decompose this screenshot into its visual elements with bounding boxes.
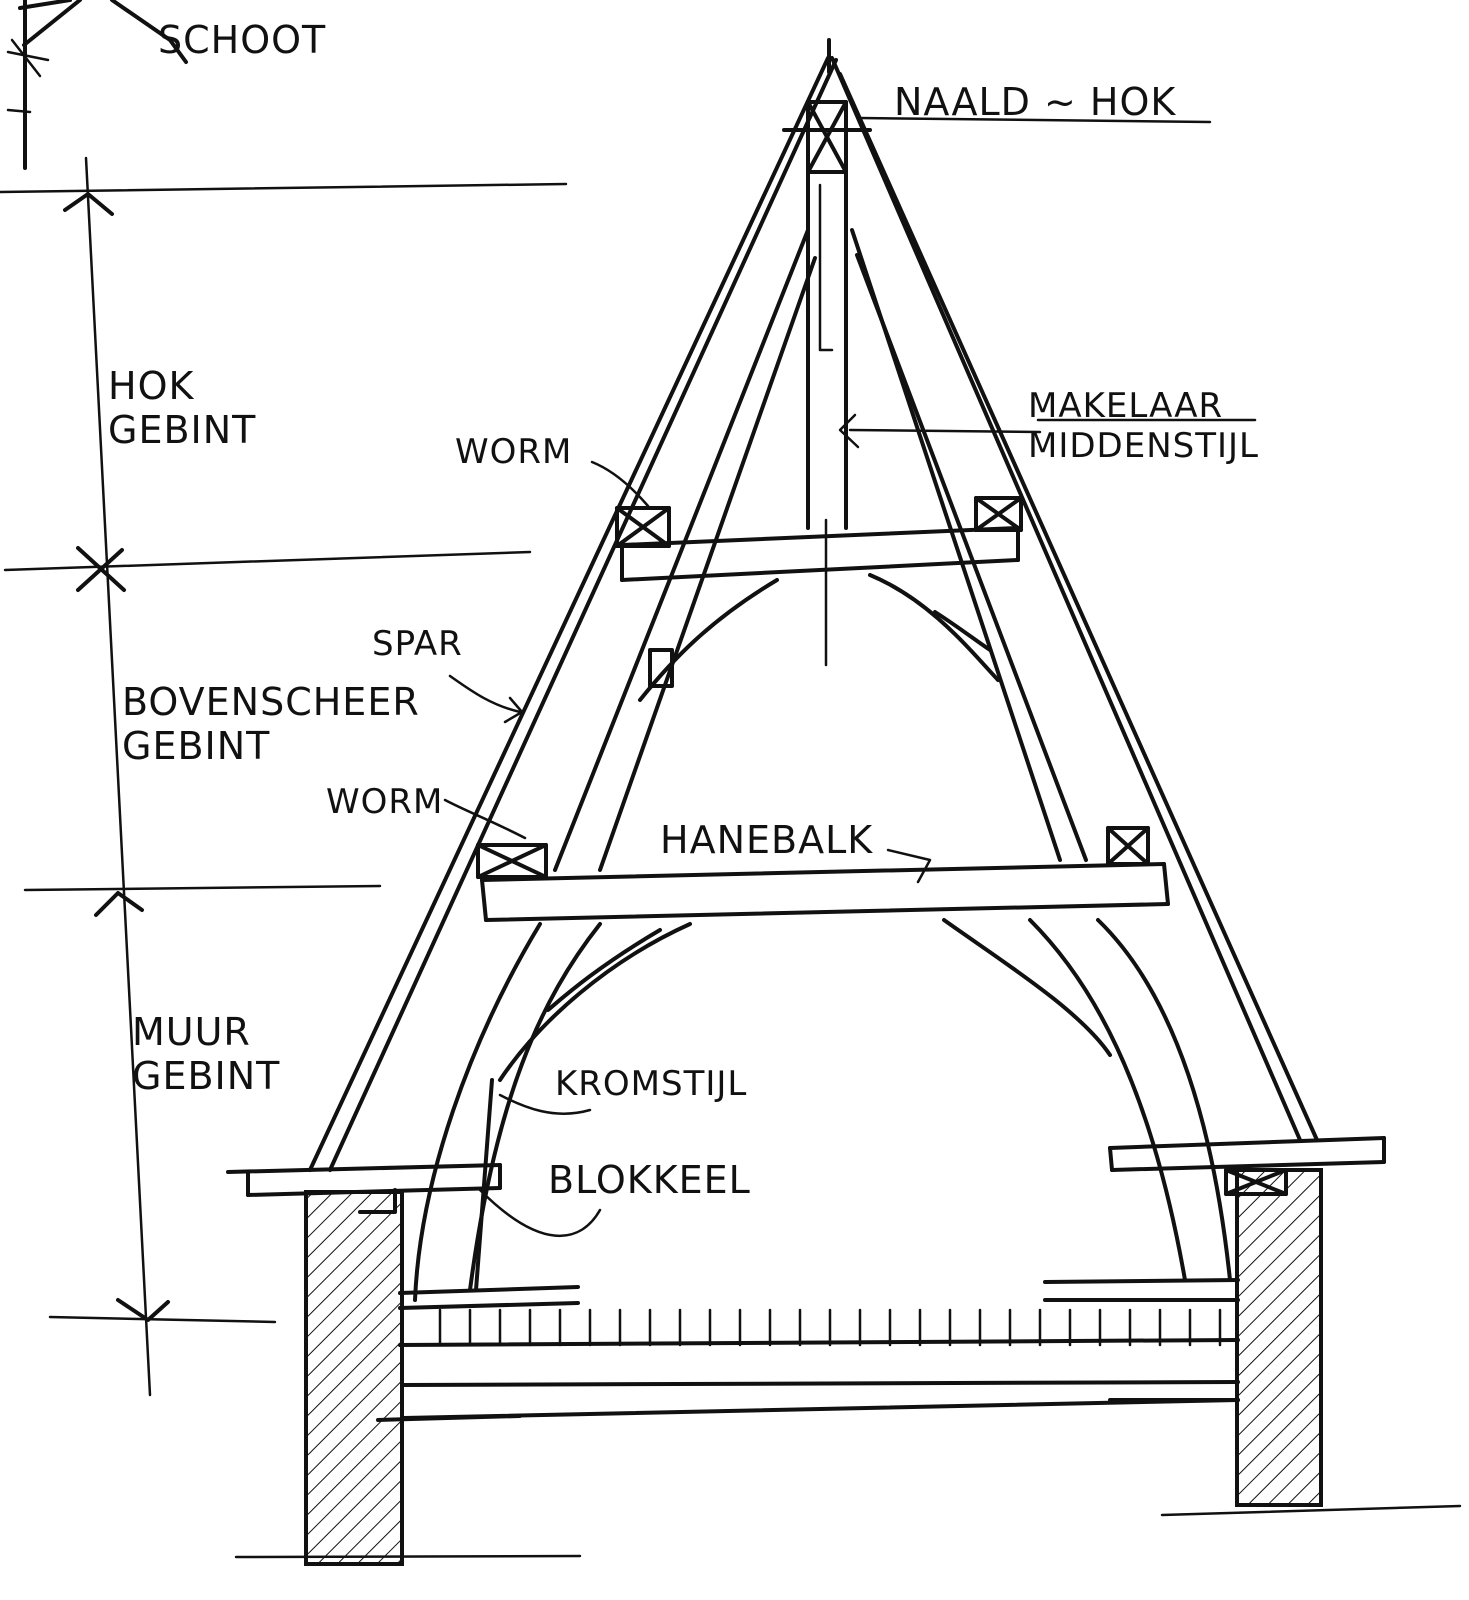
label-makelaar-middenstijl: MAKELAAR MIDDENSTIJL <box>1028 386 1259 466</box>
makelaar-middenstijl <box>782 100 872 667</box>
label-worm-upper: WORM <box>455 432 573 472</box>
leader-arrows <box>443 116 1257 1238</box>
roof-slopes <box>308 38 1319 1172</box>
label-hok-line2: GEBINT <box>108 408 257 452</box>
inner-rafters <box>553 228 1088 872</box>
ground-lines <box>234 1504 1462 1559</box>
label-bovenscheer-line2: GEBINT <box>122 724 271 768</box>
floor-structure <box>376 1278 1240 1422</box>
label-bovenscheer-line1: BOVENSCHEER <box>122 680 420 724</box>
label-hanebalk: HANEBALK <box>660 818 874 862</box>
dimension-line <box>0 156 568 1397</box>
label-spar: SPAR <box>372 624 463 664</box>
label-schoot: SCHOOT <box>158 18 327 62</box>
label-middenstijl: MIDDENSTIJL <box>1028 426 1259 466</box>
upper-collar-beam <box>615 496 1023 702</box>
label-muur-line2: GEBINT <box>132 1054 281 1098</box>
masonry-walls <box>304 1168 1323 1566</box>
floor-joists <box>438 1308 1222 1347</box>
label-blokkeel: BLOKKEEL <box>548 1158 751 1202</box>
label-worm-lower: WORM <box>326 782 444 822</box>
label-hok-line1: HOK <box>108 364 195 408</box>
hanebalk-beam <box>476 826 1170 922</box>
wall-plates <box>226 1136 1386 1197</box>
kromstijl-braces <box>413 918 1232 1302</box>
label-naald-hok: NAALD ~ HOK <box>894 80 1177 124</box>
label-hok-gebint: HOK GEBINT <box>108 364 256 452</box>
label-makelaar: MAKELAAR <box>1028 386 1224 426</box>
label-kromstijl: KROMSTIJL <box>555 1064 748 1104</box>
label-muur-gebint: MUUR GEBINT <box>132 1010 280 1098</box>
label-bovenscheer-gebint: BOVENSCHEER GEBINT <box>122 680 420 768</box>
label-muur-line1: MUUR <box>132 1010 251 1054</box>
schoot-sketch <box>6 0 188 170</box>
